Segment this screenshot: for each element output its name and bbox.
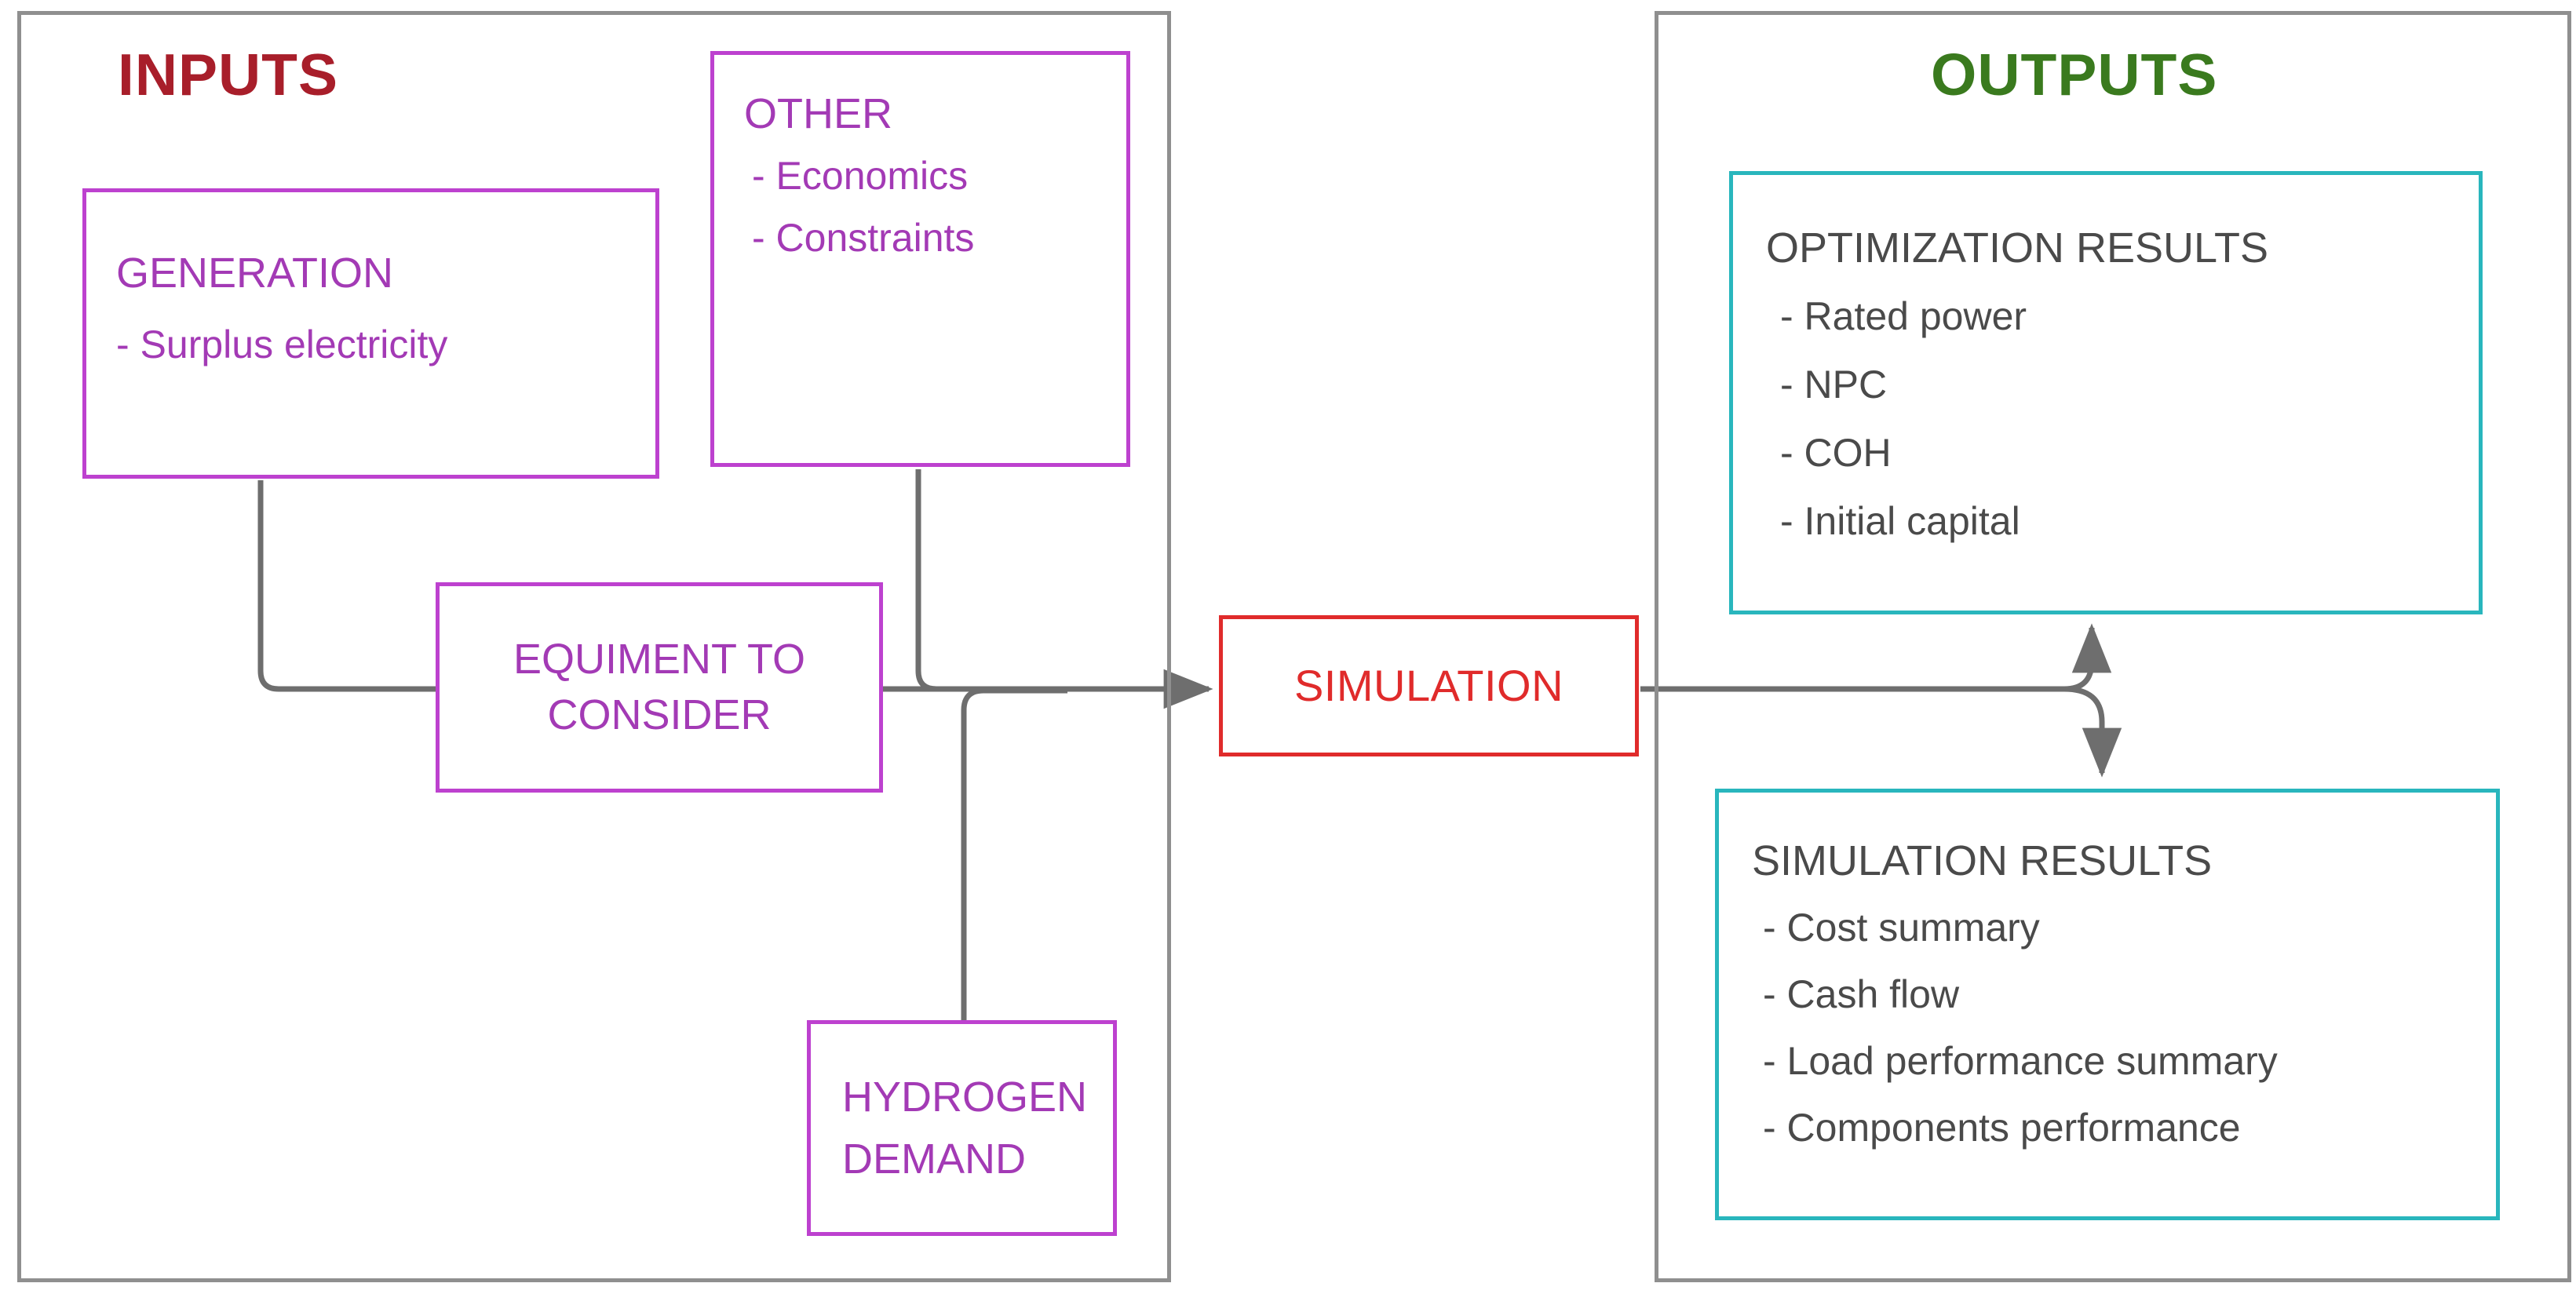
node-other-title: OTHER <box>744 90 892 137</box>
node-optimization-results[interactable]: OPTIMIZATION RESULTS - Rated power - NPC… <box>1729 171 2483 614</box>
node-optimization-item-1: - NPC <box>1780 362 1888 406</box>
node-simresults-item-3: - Components performance <box>1763 1105 2241 1150</box>
node-other-item-1: - Constraints <box>752 215 975 260</box>
node-hydrogen-demand[interactable]: HYDROGEN DEMAND <box>807 1020 1117 1236</box>
inputs-panel <box>17 11 1171 1282</box>
node-optimization-item-2: - COH <box>1780 430 1892 475</box>
node-simulation-results[interactable]: SIMULATION RESULTS - Cost summary - Cash… <box>1715 789 2500 1220</box>
node-generation[interactable]: GENERATION - Surplus electricity <box>82 188 659 479</box>
node-simresults-title: SIMULATION RESULTS <box>1752 837 2213 884</box>
node-equipment-to-consider[interactable]: EQUIMENT TO CONSIDER <box>436 582 883 793</box>
node-simresults-item-0: - Cost summary <box>1763 905 2040 950</box>
outputs-panel-title: OUTPUTS <box>1931 42 2218 108</box>
node-equipment-title-line1: EQUIMENT TO <box>513 635 806 683</box>
node-generation-title: GENERATION <box>116 250 394 297</box>
outputs-panel <box>1655 11 2571 1282</box>
node-other[interactable]: OTHER - Economics - Constraints <box>710 51 1130 467</box>
node-simulation-title: SIMULATION <box>1293 660 1564 710</box>
node-hydrogen-title-line1: HYDROGEN <box>842 1074 1088 1121</box>
node-optimization-item-3: - Initial capital <box>1780 498 2020 543</box>
node-equipment-title-line2: CONSIDER <box>547 691 772 738</box>
node-simulation[interactable]: SIMULATION <box>1219 615 1639 756</box>
node-simresults-item-1: - Cash flow <box>1763 971 1960 1016</box>
node-simresults-item-2: - Load performance summary <box>1763 1038 2278 1083</box>
node-hydrogen-title-line2: DEMAND <box>842 1135 1027 1183</box>
node-generation-item-0: - Surplus electricity <box>116 322 448 366</box>
node-other-item-0: - Economics <box>752 153 969 198</box>
node-optimization-title: OPTIMIZATION RESULTS <box>1766 224 2269 272</box>
inputs-panel-title: INPUTS <box>118 42 339 108</box>
node-optimization-item-0: - Rated power <box>1780 293 2027 338</box>
